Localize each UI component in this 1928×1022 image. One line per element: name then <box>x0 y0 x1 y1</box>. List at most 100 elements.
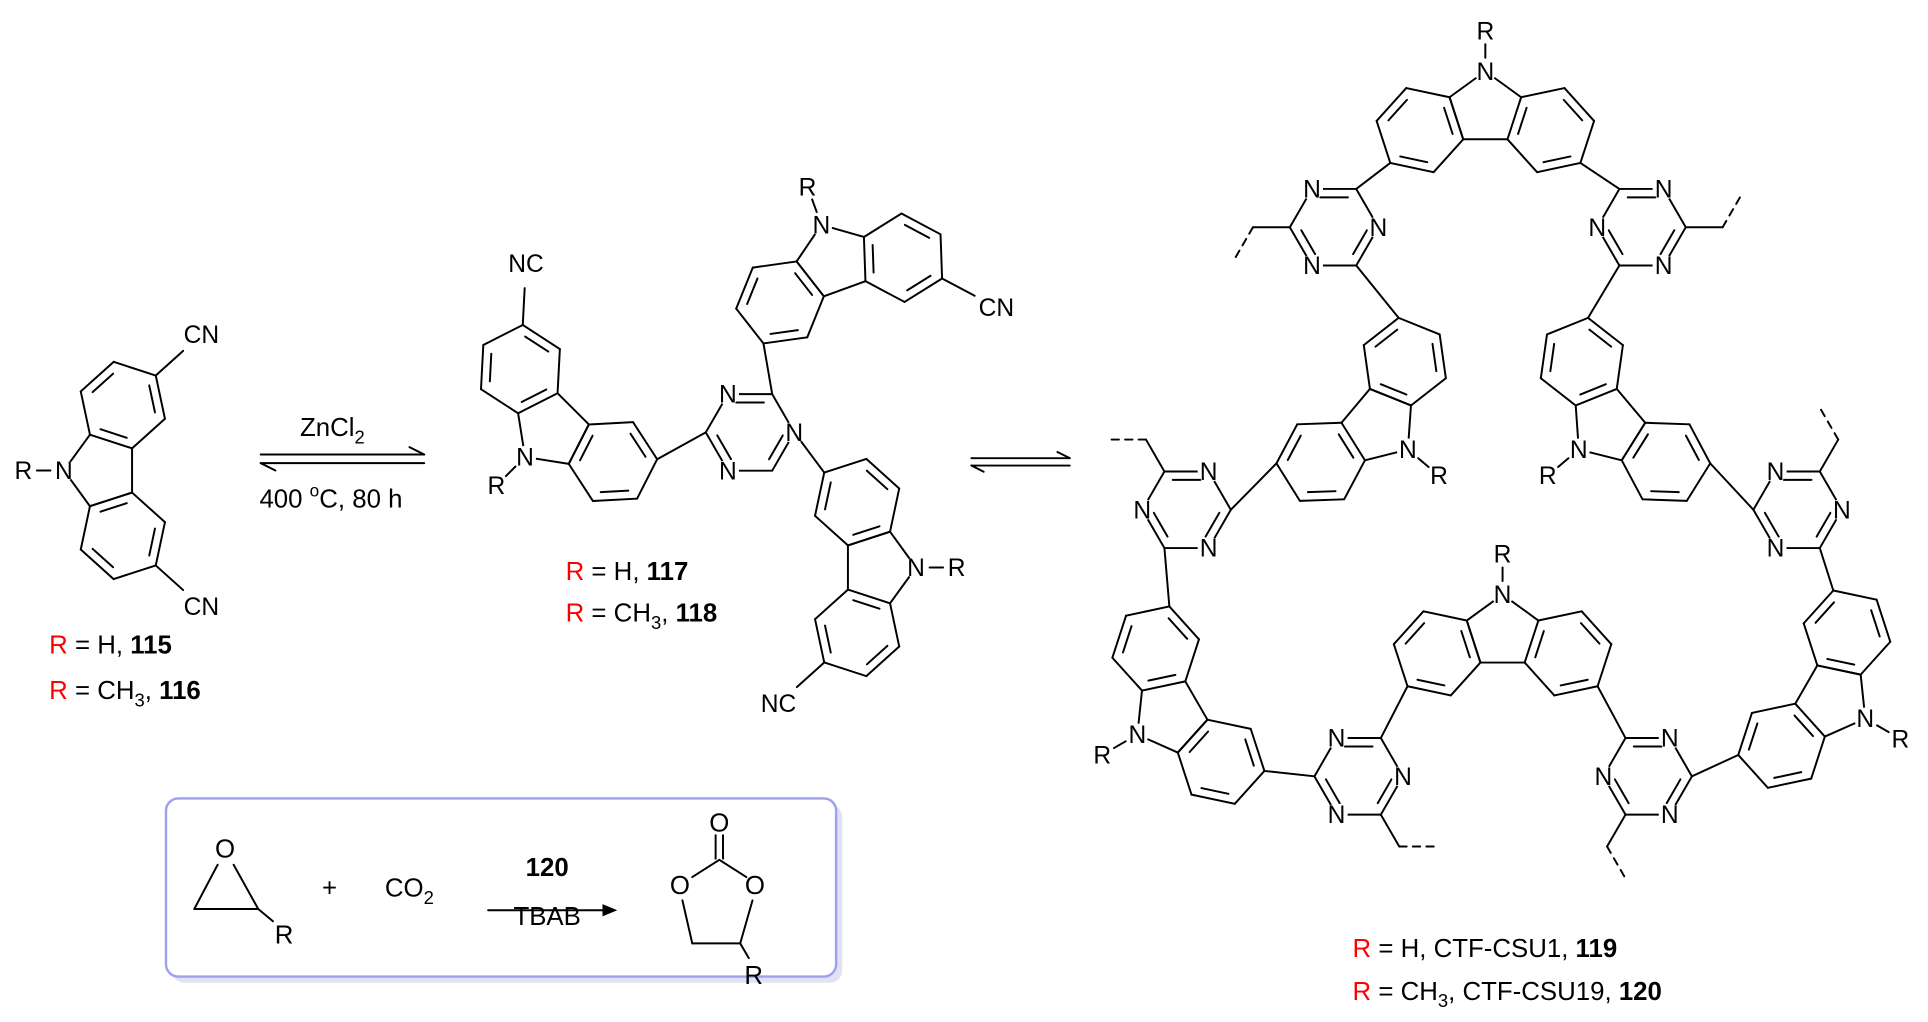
label-text: , CTF-CSU19, <box>1448 978 1619 1006</box>
cyano-group: NC <box>761 691 797 718</box>
bond <box>865 645 901 678</box>
label-text: , <box>145 677 159 705</box>
bond <box>1859 640 1892 676</box>
label-text: = H, CTF-CSU1, <box>1371 935 1575 963</box>
triazine-nitrogen: N <box>1767 536 1785 563</box>
bond <box>814 514 849 547</box>
triazine-nitrogen: N <box>1200 536 1218 563</box>
bond <box>587 421 635 426</box>
bond <box>846 588 892 605</box>
bond <box>112 360 157 377</box>
r-group-mask <box>1091 743 1114 766</box>
bond <box>1539 333 1548 380</box>
cyano-group: CN <box>184 322 220 349</box>
polymer-continuation <box>1820 408 1840 441</box>
bond <box>1615 387 1647 424</box>
double-bond <box>1826 657 1856 666</box>
aryl-bond <box>1709 462 1755 511</box>
conditions-label: 400 oC, 80 h <box>259 480 402 513</box>
ring-oxygen: O <box>670 872 690 900</box>
double-bond <box>488 352 493 383</box>
triazine-nitrogen: N <box>719 382 737 409</box>
arrow-barb <box>1056 451 1071 460</box>
bond <box>1802 622 1819 667</box>
bond <box>154 521 166 567</box>
r-group-mask <box>1536 464 1559 487</box>
nitrogen-atom-mask <box>52 459 76 482</box>
aryl-bond <box>1263 769 1316 778</box>
double-bond <box>1352 229 1368 256</box>
bond <box>154 374 166 420</box>
double-bond <box>1387 98 1408 122</box>
catalyst-label: 120 <box>526 854 569 882</box>
triazine-nitrogen: N <box>1661 802 1679 829</box>
bond <box>131 491 166 524</box>
bond <box>1343 459 1366 501</box>
polymer-continuation <box>1234 226 1254 259</box>
bond <box>1563 87 1596 122</box>
double-bond <box>1588 328 1613 348</box>
double-bond <box>746 277 759 306</box>
double-bond <box>1613 778 1630 805</box>
bond <box>735 266 754 310</box>
plus-sign: + <box>322 875 337 903</box>
double-bond <box>1579 383 1607 396</box>
bond <box>1688 423 1712 465</box>
cyano-group-mask <box>985 296 1008 319</box>
r-symbol: R <box>1353 978 1372 1006</box>
n-r-bond <box>1112 740 1127 750</box>
triazine-nitrogen: N <box>1595 764 1613 791</box>
triazine-nitrogen: N <box>1200 459 1218 486</box>
double-bond <box>1200 787 1230 795</box>
nitrogen-atom: N <box>1856 706 1874 733</box>
bond <box>1340 421 1366 462</box>
r-group-mask <box>12 459 35 482</box>
bond <box>1737 753 1769 789</box>
bond <box>1449 661 1482 697</box>
bond <box>1523 661 1556 697</box>
conditions-text: C, 80 h <box>319 485 402 513</box>
linker-bond <box>1818 438 1840 473</box>
bond <box>889 602 901 648</box>
bond <box>1389 161 1435 174</box>
nitrogen-atom: N <box>1399 437 1417 464</box>
triazine-nitrogen-mask <box>1764 537 1787 560</box>
bond <box>1405 87 1451 99</box>
bond <box>691 858 721 879</box>
bond <box>1685 462 1712 502</box>
r-group: R <box>948 555 966 582</box>
bond <box>1794 702 1826 738</box>
nitrogen-atom-mask <box>1126 723 1149 746</box>
triazine-nitrogen-mask <box>1764 460 1787 483</box>
triazine-nitrogen-mask <box>1586 216 1609 239</box>
double-bond <box>1549 342 1556 373</box>
cyano-group-mask <box>190 323 213 346</box>
bond <box>900 212 942 236</box>
n-r-bond <box>1876 724 1890 734</box>
double-bond <box>1870 609 1881 638</box>
double-bond <box>1188 730 1210 753</box>
cyano-group: CN <box>184 594 220 621</box>
compound-number: 118 <box>676 600 718 628</box>
co2-label: CO2 <box>385 875 434 908</box>
double-bond <box>1650 490 1680 494</box>
label-116: R = CH3, 116 <box>49 677 201 710</box>
bond <box>739 899 754 945</box>
linker-bond <box>1379 813 1401 848</box>
double-bond <box>1379 383 1408 396</box>
bond <box>862 212 903 238</box>
inset-box <box>164 797 838 978</box>
aryl-bond <box>1163 547 1171 608</box>
label-115: R = H, 115 <box>49 632 172 660</box>
double-bond <box>1793 714 1815 738</box>
subscript: 2 <box>355 426 365 447</box>
double-bond <box>1773 771 1803 779</box>
triazine-nitrogen-mask <box>1197 537 1220 560</box>
inset-bonds <box>193 834 754 960</box>
double-bond <box>716 434 733 461</box>
triazine-nitrogen: N <box>1833 497 1851 524</box>
aryl-bond <box>1596 685 1627 740</box>
double-bond <box>1306 490 1337 494</box>
double-bond <box>1659 229 1676 256</box>
compound-number: 119 <box>1576 935 1618 963</box>
